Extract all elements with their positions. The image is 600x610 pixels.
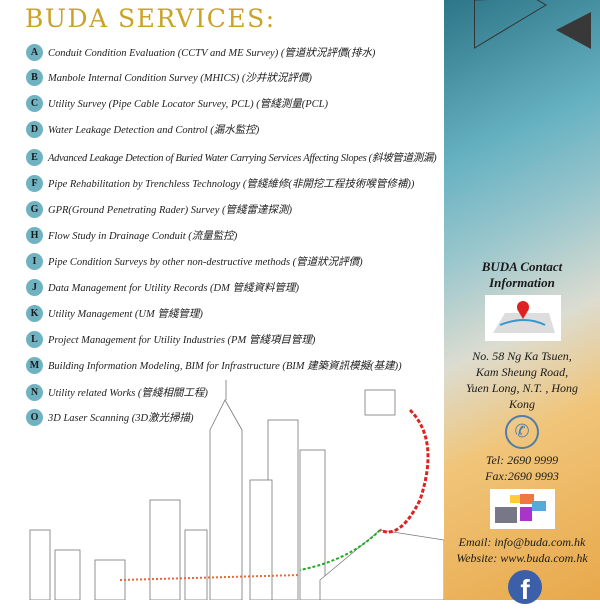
triangle-outline-icon: [474, 0, 547, 49]
service-label: Project Management for Utility Industrie…: [48, 334, 316, 346]
facebook-icon[interactable]: f: [508, 570, 542, 605]
service-item: G GPR(Ground Penetrating Rader) Survey (管…: [26, 200, 292, 218]
service-letter-badge: H: [26, 226, 43, 244]
service-letter-badge: J: [26, 278, 43, 296]
city-illustration: [29, 380, 444, 600]
service-letter-badge: D: [26, 120, 43, 138]
service-item: A Conduit Condition Evaluation (CCTV and …: [26, 43, 375, 61]
service-label: Manbole Internal Condition Survey (MHICS…: [48, 72, 312, 84]
map-pin-icon: [485, 295, 561, 341]
service-letter-badge: C: [26, 94, 43, 112]
service-letter-badge: I: [26, 252, 43, 270]
service-label: 3D Laser Scanning (3D激光掃描): [48, 412, 194, 424]
service-item: K Utility Management (UM 管綫管理): [26, 304, 203, 322]
service-item: D Water Leakage Detection and Control (漏水…: [26, 120, 259, 138]
page-title: BUDA SERVICES:: [25, 4, 276, 33]
service-item: I Pipe Condition Surveys by other non-des…: [26, 252, 363, 270]
service-label: Conduit Condition Evaluation (CCTV and M…: [48, 47, 376, 59]
service-letter-badge: K: [26, 304, 43, 322]
website-link[interactable]: Website: www.buda.com.hk: [456, 551, 588, 565]
triangle-solid-icon: [556, 12, 591, 49]
service-label: Flow Study in Drainage Conduit (流量監控): [48, 230, 238, 242]
service-item: J Data Management for Utility Records (DM…: [26, 278, 299, 296]
service-letter-badge: L: [26, 330, 43, 348]
address: No. 58 Ng Ka Tsuen,Kam Sheung Road,Yuen …: [465, 349, 579, 411]
service-label: GPR(Ground Penetrating Rader) Survey (管綫…: [48, 204, 292, 216]
service-label: Advanced Leakage Detection of Buried Wat…: [48, 152, 437, 164]
email-link[interactable]: Email: info@buda.com.hk: [458, 535, 586, 549]
service-label: Pipe Rehabilitation by Trenchless Techno…: [48, 178, 415, 190]
phone-icon: ✆: [505, 415, 539, 449]
service-item: B Manbole Internal Condition Survey (MHIC…: [26, 68, 312, 86]
service-letter-badge: A: [26, 43, 43, 61]
email-illustration-icon: [490, 489, 555, 529]
service-item: H Flow Study in Drainage Conduit (流量監控): [26, 226, 237, 244]
service-label: Utility related Works (管綫相關工程): [48, 387, 208, 399]
service-label: Data Management for Utility Records (DM …: [48, 282, 299, 294]
service-letter-badge: E: [26, 148, 43, 166]
service-item: N Utility related Works (管綫相關工程): [26, 383, 208, 401]
service-item: C Utility Survey (Pipe Cable Locator Surv…: [26, 94, 328, 112]
service-item: E Advanced Leakage Detection of Buried Wa…: [26, 148, 437, 166]
service-letter-badge: G: [26, 200, 43, 218]
service-label: Utility Survey (Pipe Cable Locator Surve…: [48, 98, 328, 110]
service-item: L Project Management for Utility Industri…: [26, 330, 315, 348]
service-letter-badge: N: [26, 383, 43, 401]
service-label: Pipe Condition Surveys by other non-dest…: [48, 256, 363, 268]
service-letter-badge: M: [26, 356, 43, 374]
service-item: M Building Information Modeling, BIM for …: [26, 356, 402, 374]
service-letter-badge: F: [26, 174, 43, 192]
service-letter-badge: O: [26, 408, 43, 426]
service-item: O 3D Laser Scanning (3D激光掃描): [26, 408, 194, 426]
service-label: Building Information Modeling, BIM for I…: [48, 360, 402, 372]
service-letter-badge: B: [26, 68, 43, 86]
service-label: Water Leakage Detection and Control (漏水監…: [48, 124, 260, 136]
service-item: F Pipe Rehabilitation by Trenchless Techn…: [26, 174, 414, 192]
service-label: Utility Management (UM 管綫管理): [48, 308, 203, 320]
